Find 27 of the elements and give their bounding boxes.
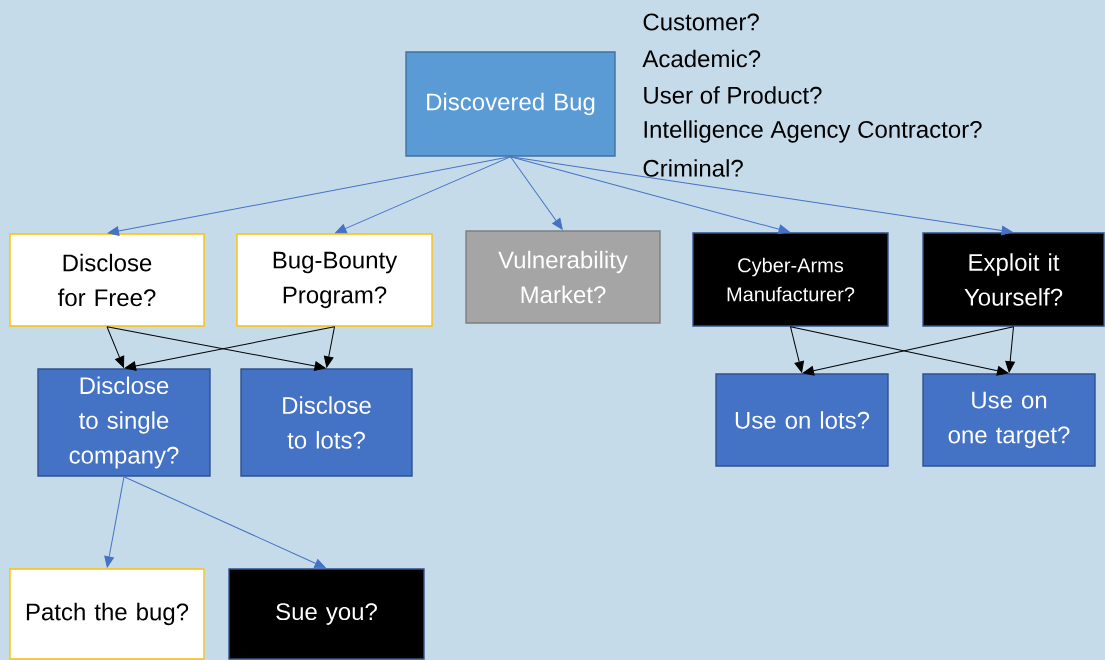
arrow [104,476,125,568]
question-text: User of Product? [644,86,822,104]
question-text: Intelligence Agency Contractor? [644,120,982,143]
arrow [790,326,804,373]
question-box: Disclose for Free? [9,233,205,327]
question-box: Disclose to single company? [37,368,211,477]
question-text: Customer? [643,13,759,31]
arrow [335,156,511,234]
question-box: Use on lots? [715,373,889,467]
arrow [107,156,511,236]
arrow [323,326,335,368]
question-box: Sue you? [228,568,425,660]
question-box: Patch the bug? [9,568,205,660]
question-box: Bug-Bounty Program? [236,233,433,327]
question-box: Disclose to lots? [240,368,413,477]
process-box: Discovered Bug [405,51,616,157]
question-box: Use on one target? [922,373,1096,467]
arrow [510,156,1013,236]
question-box: Vulnerability Market? [465,230,661,324]
arrow [510,156,563,230]
arrow [1005,326,1015,373]
question-text: Academic? [642,49,761,68]
question-box: Exploit it Yourself? [922,232,1105,327]
arrow [106,326,125,368]
question-text: Criminal? [643,159,743,177]
arrow [123,476,326,569]
question-box: Cyber-Arms Manufacturer? [692,232,889,327]
